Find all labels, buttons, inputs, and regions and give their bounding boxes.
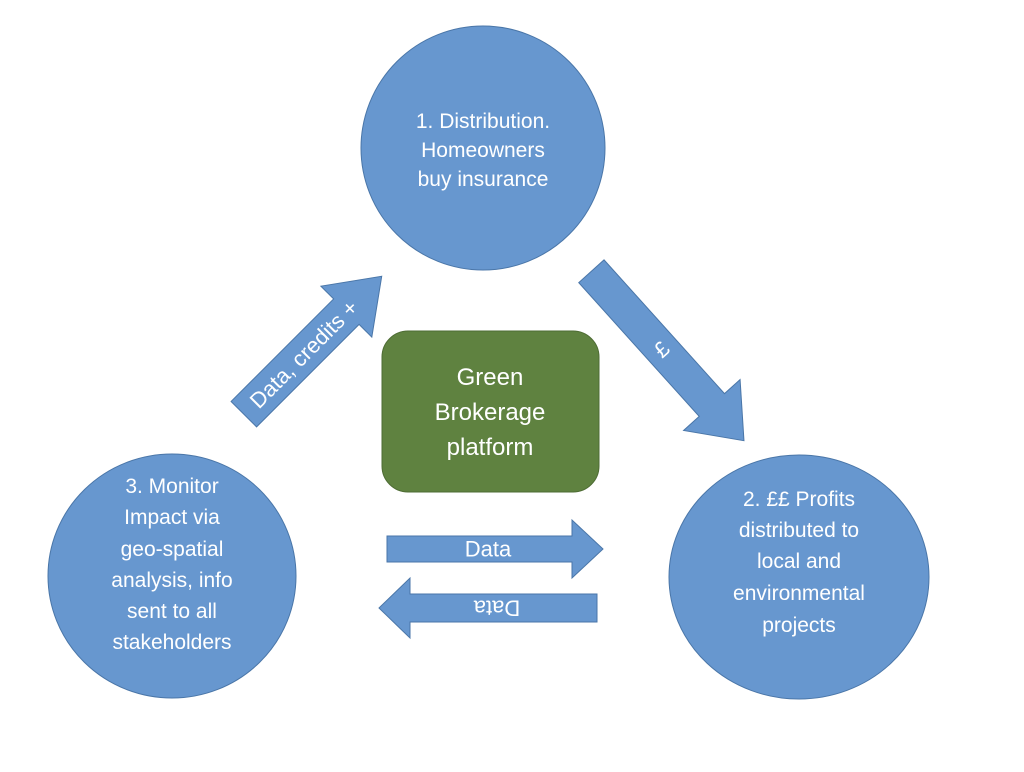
arrow-data-left-shape (378, 576, 598, 640)
arrow-data-right-shape (386, 518, 604, 580)
node-monitor-line-6: stakeholders (112, 631, 231, 654)
node-monitor-line-2: Impact via (124, 506, 220, 529)
node-distribution-circle (360, 25, 606, 271)
node-distribution-line-2: Homeowners (421, 139, 545, 162)
node-monitor: 3. Monitor Impact via geo-spatial analys… (47, 453, 297, 699)
arrow-monitor-to-distribution-label: Data, credits + (245, 295, 363, 413)
node-profits-line-2: distributed to (739, 519, 859, 542)
node-profits-circle (668, 454, 930, 700)
node-monitor-line-4: analysis, info (111, 569, 232, 592)
arrow-distribution-to-profits-shape (578, 259, 745, 442)
node-profits-line-5: projects (762, 614, 836, 637)
arrow-data-left-label: Data (473, 596, 520, 621)
node-profits-line-4: environmental (733, 582, 865, 605)
arrow-data-right-label: Data (465, 537, 512, 562)
node-monitor-line-1: 3. Monitor (125, 475, 218, 498)
center-platform-line-2: Brokerage (435, 399, 546, 426)
arrow-data-left: Data (378, 576, 598, 640)
arrow-monitor-to-distribution: Data, credits + (230, 275, 383, 428)
node-profits-line-3: local and (757, 550, 841, 573)
node-profits-line-1: 2. ££ Profits (743, 488, 855, 511)
node-monitor-circle (47, 453, 297, 699)
node-monitor-line-3: geo-spatial (121, 538, 224, 561)
arrow-distribution-to-profits: £ (578, 259, 745, 442)
node-distribution-line-1: 1. Distribution. (416, 110, 550, 133)
center-platform-line-1: Green (457, 364, 524, 391)
center-platform-box (381, 330, 600, 493)
node-profits: 2. ££ Profits distributed to local and e… (668, 454, 930, 700)
arrow-monitor-to-distribution-shape (230, 275, 383, 428)
center-platform: Green Brokerage platform (381, 330, 600, 493)
node-monitor-line-5: sent to all (127, 600, 217, 623)
node-distribution-line-3: buy insurance (418, 168, 549, 191)
arrow-data-right: Data (386, 518, 604, 580)
node-distribution: 1. Distribution. Homeowners buy insuranc… (360, 25, 606, 271)
center-platform-line-3: platform (447, 434, 534, 461)
